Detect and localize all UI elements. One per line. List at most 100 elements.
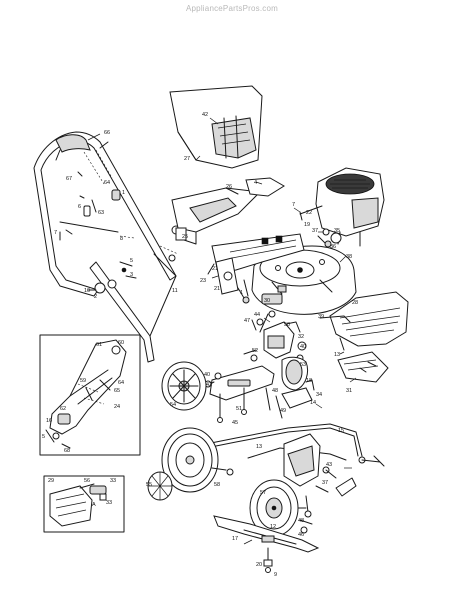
callout-47: 47 [244, 318, 250, 324]
transmission[interactable] [243, 310, 315, 391]
callout-17: 17 [232, 536, 238, 542]
upper-handle[interactable] [33, 131, 177, 297]
callout-19: 19 [304, 222, 310, 228]
callout-34: 34 [316, 392, 322, 398]
callout-40: 40 [300, 344, 306, 350]
callout-59: 59 [80, 378, 86, 384]
callout-67: 67 [66, 176, 72, 182]
callout-62: 62 [60, 406, 66, 412]
callout-18: 18 [306, 378, 312, 384]
callout-37: 37 [312, 228, 318, 234]
rear-wheel-right[interactable] [249, 479, 313, 537]
callout-13: 13 [334, 352, 340, 358]
callout-24: 24 [114, 404, 120, 410]
callout-44: 44 [254, 312, 260, 318]
callout-20: 20 [256, 562, 262, 568]
callout-54: 54 [170, 402, 176, 408]
rear-drive-housing[interactable] [283, 433, 357, 513]
callout-43: 43 [326, 462, 332, 468]
callout-39: 39 [318, 314, 324, 320]
rear-baffle-assembly[interactable] [207, 233, 305, 304]
callout-40b: 40 [204, 372, 210, 378]
callout-56: 56 [84, 478, 90, 484]
detail-inset-bail-control [39, 334, 141, 456]
callout-28: 28 [352, 300, 358, 306]
callout-8: 8 [120, 236, 123, 242]
callout-9: 9 [274, 572, 277, 578]
cutting-blade[interactable] [213, 515, 320, 573]
callout-33: 33 [110, 478, 116, 484]
mower-deck[interactable] [251, 245, 357, 315]
callout-12: 12 [270, 524, 276, 530]
watermark-text: AppliancePartsPros.com [186, 4, 278, 13]
callout-53: 53 [300, 362, 306, 368]
callout-60: 60 [118, 340, 124, 346]
callout-14: 14 [310, 400, 316, 406]
callout-37b: 37 [322, 480, 328, 486]
detail-inset-mulch-plug [43, 475, 125, 533]
callout-21b: 21 [214, 286, 220, 292]
callout-16: 16 [46, 418, 52, 424]
callout-63: 63 [98, 210, 104, 216]
callout-36: 36 [330, 244, 336, 250]
callout-31: 31 [346, 388, 352, 394]
callout-7: 7 [54, 230, 57, 236]
callout-15: 15 [338, 428, 344, 434]
callout-5b: 5 [42, 434, 45, 440]
side-discharge-chute[interactable] [319, 291, 409, 383]
hub-cap[interactable] [147, 471, 173, 501]
callout-48: 48 [272, 388, 278, 394]
callout-58: 58 [214, 482, 220, 488]
callout-42: 42 [202, 112, 208, 118]
callout-21: 21 [212, 266, 218, 272]
callout-45: 45 [232, 420, 238, 426]
callout-32: 32 [298, 334, 304, 340]
callout-38: 38 [346, 254, 352, 260]
callout-33b: 33 [106, 500, 112, 506]
callout-35: 35 [334, 228, 340, 234]
callout-1: 1 [122, 190, 125, 196]
callout-3: 3 [130, 272, 133, 278]
callout-23: 23 [200, 278, 206, 284]
callout-10: 10 [84, 288, 90, 294]
callout-6: 6 [78, 204, 81, 210]
callout-64b: 64 [118, 380, 124, 386]
callout-66: 66 [104, 130, 110, 136]
callout-46: 46 [298, 532, 304, 538]
callout-2: 2 [94, 294, 97, 300]
callout-42b: 42 [206, 382, 212, 388]
callout-7b: 7 [292, 202, 295, 208]
callout-26: 26 [226, 184, 232, 190]
callout-labels: 66 42 27 67 64 1 6 63 7 26 4 7 22 19 37 … [42, 112, 358, 578]
callout-57: 57 [260, 490, 266, 496]
engine[interactable] [299, 167, 385, 251]
callout-22: 22 [306, 210, 312, 216]
rear-cover[interactable] [171, 177, 285, 245]
front-axle-bracket[interactable] [201, 365, 313, 423]
callout-27: 27 [184, 156, 190, 162]
rear-wheel-left[interactable] [161, 427, 234, 493]
callout-61: 61 [96, 342, 102, 348]
callout-30: 30 [264, 298, 270, 304]
callout-51: 51 [236, 406, 242, 412]
callout-64: 64 [104, 180, 110, 186]
callout-4: 4 [254, 180, 257, 186]
callout-68: 68 [64, 448, 70, 454]
callout-55: 55 [146, 482, 152, 488]
callout-52: 52 [252, 348, 258, 354]
callout-5: 5 [130, 258, 133, 264]
callout-49: 49 [280, 408, 286, 414]
callout-29: 29 [48, 478, 54, 484]
callout-48b: 48 [298, 518, 304, 524]
callout-A: A [92, 502, 96, 508]
callout-1b: 1 [240, 290, 243, 296]
callout-25: 25 [182, 234, 188, 240]
leader-lines [87, 117, 357, 545]
callout-13b: 13 [256, 444, 262, 450]
callout-65: 65 [114, 388, 120, 394]
front-wheel[interactable] [161, 361, 207, 411]
callout-50: 50 [284, 322, 290, 328]
grass-catcher-bag[interactable] [169, 85, 263, 169]
